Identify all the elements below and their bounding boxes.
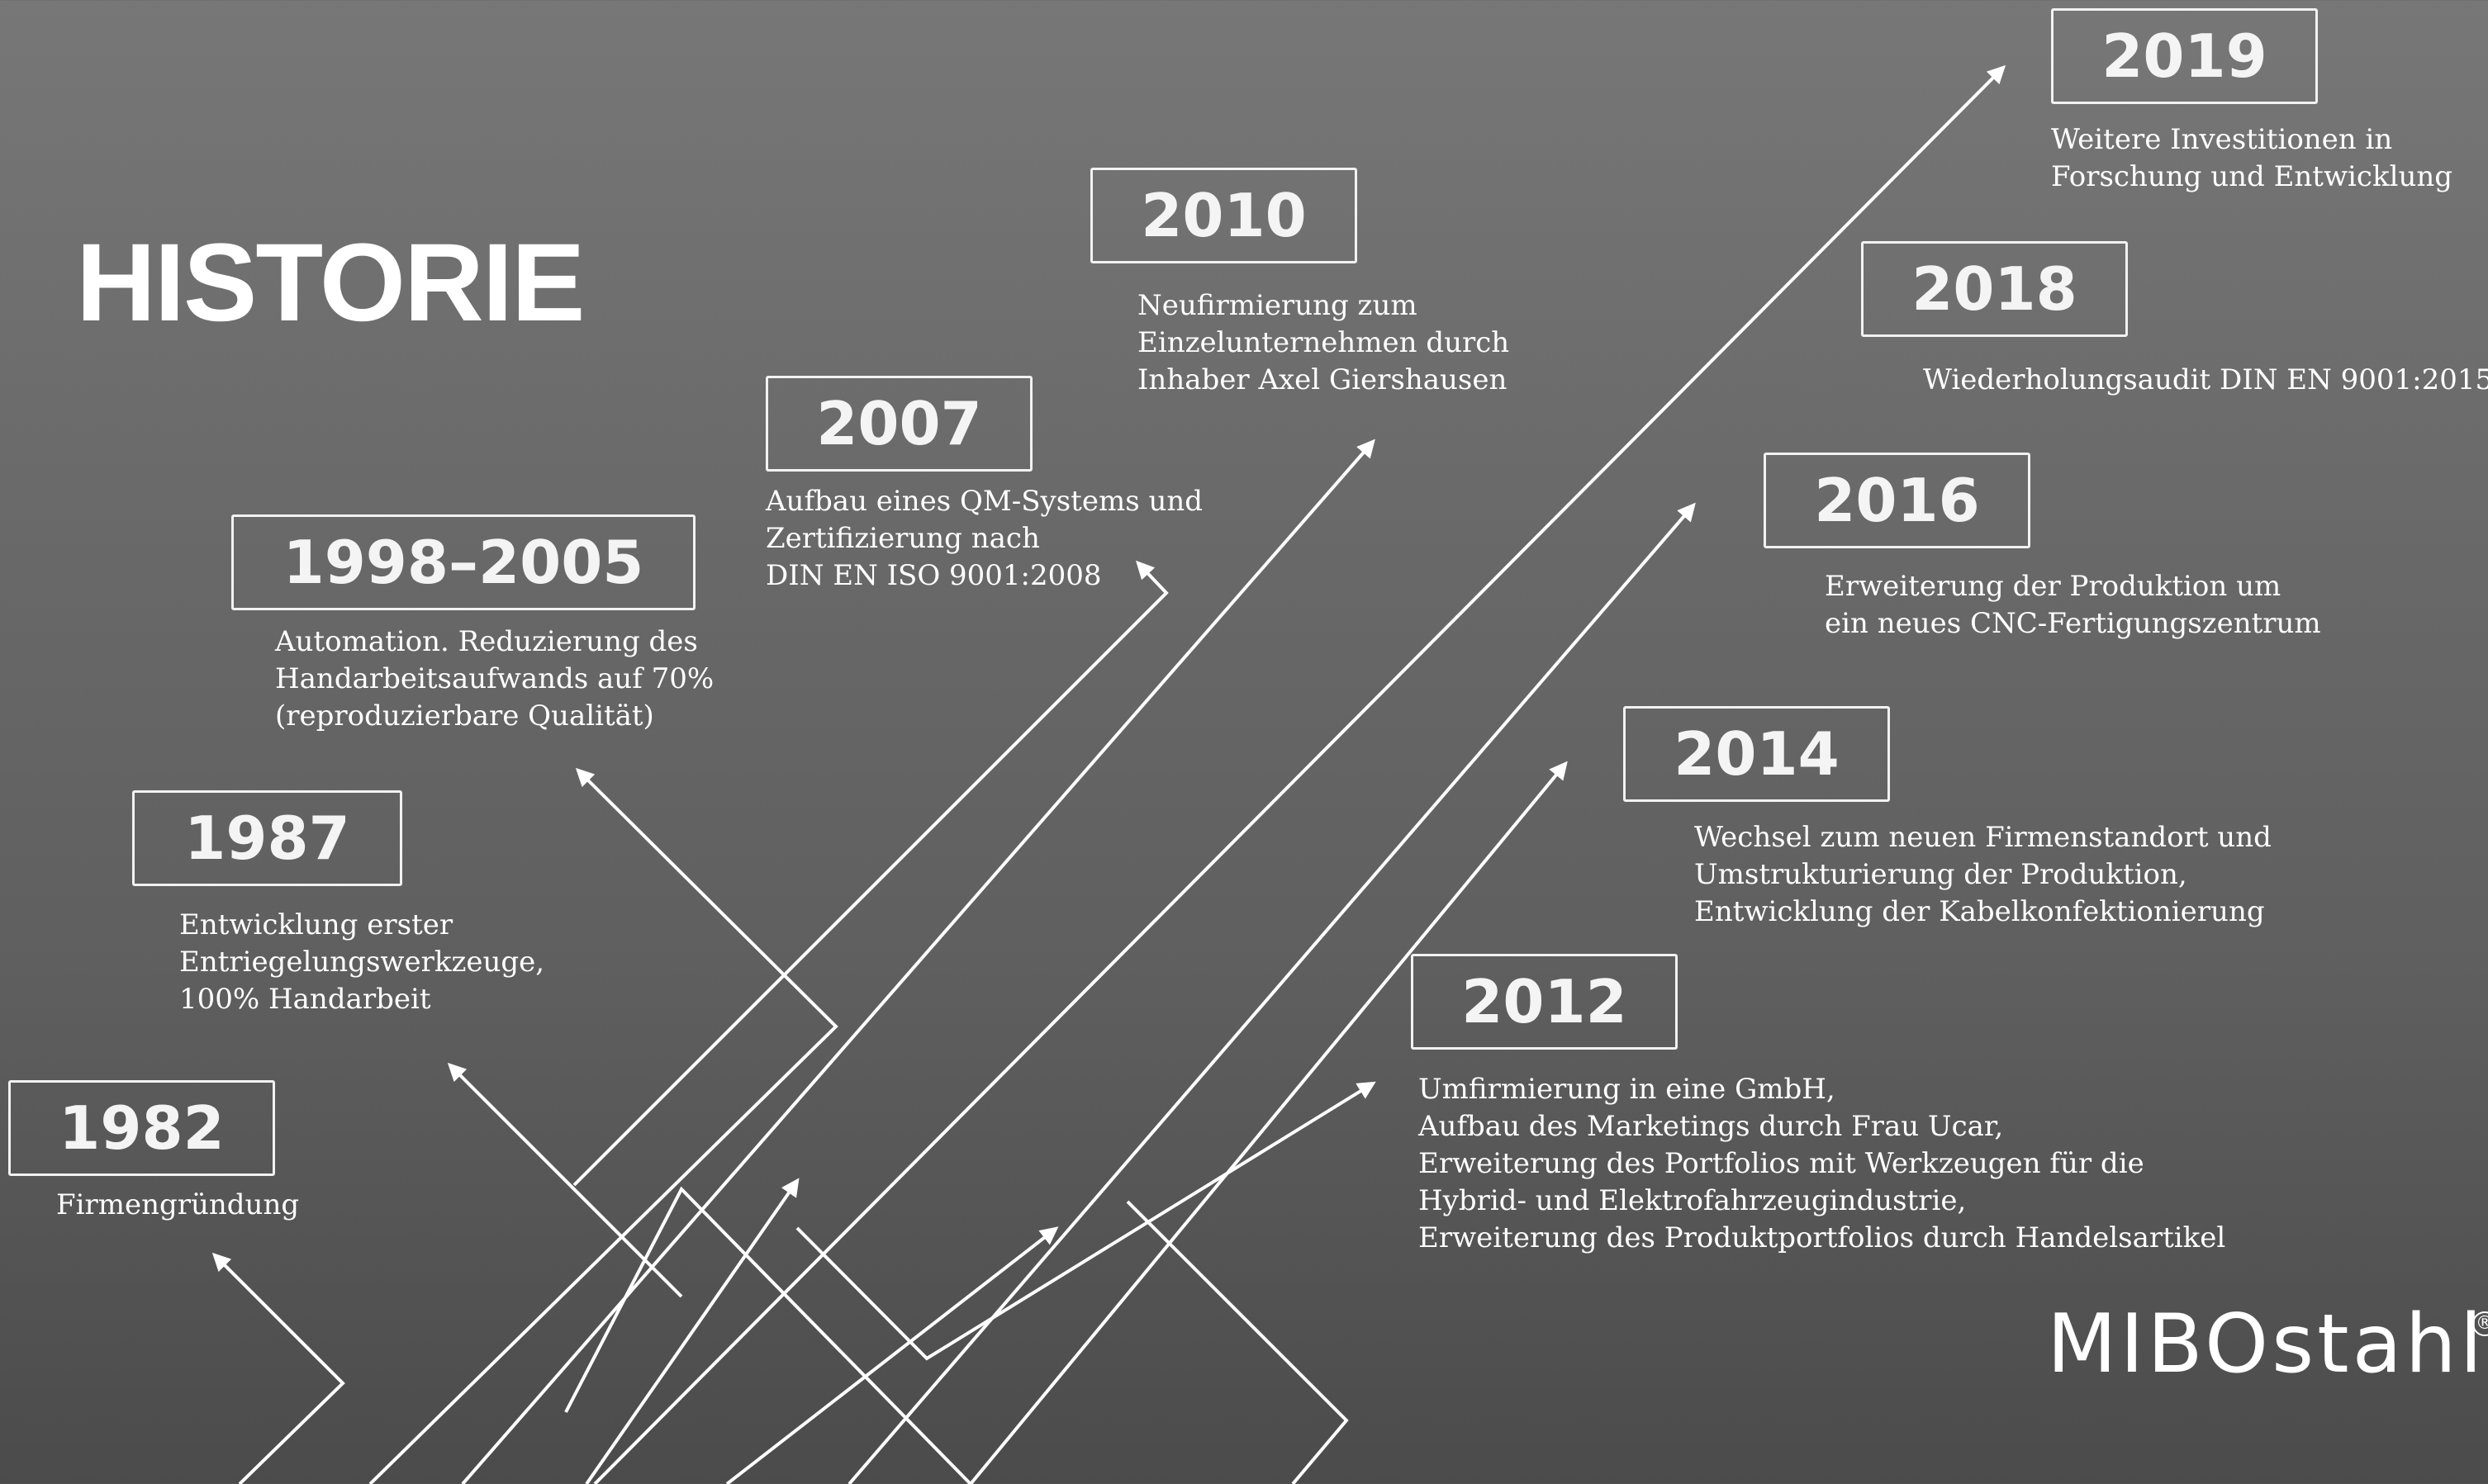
description-line: Aufbau eines QM-Systems und <box>766 485 1204 518</box>
description-2012: Umfirmierung in eine GmbH, Aufbau des Ma… <box>1418 1071 2225 1257</box>
year-box-2010: 2010 <box>1090 168 1357 263</box>
description-line: Erweiterung der Produktion um <box>1825 570 2281 603</box>
description-2014: Wechsel zum neuen Firmenstandort und Ums… <box>1694 819 2272 931</box>
page-title: HISTORIE <box>76 221 585 344</box>
registered-mark-icon: ® <box>2472 1311 2488 1336</box>
description-1987: Entwicklung erster Entriegelungswerkzeug… <box>179 907 544 1018</box>
description-line: Erweiterung des Portfolios mit Werkzeuge… <box>1418 1147 2144 1180</box>
description-2018: Wiederholungsaudit DIN EN 9001:2015 <box>1923 362 2488 399</box>
year-box-2007: 2007 <box>766 376 1033 472</box>
description-1982: Firmengründung <box>56 1187 299 1224</box>
description-line: Forschung und Entwicklung <box>2051 160 2453 193</box>
description-line: Hybrid- und Elektrofahrzeugindustrie, <box>1418 1184 1967 1217</box>
year-box-1987: 1987 <box>132 790 402 886</box>
description-line: Entwicklung erster <box>179 908 453 941</box>
diamond-right <box>1126 1200 1349 1484</box>
description-line: Neufirmierung zum <box>1137 289 1417 322</box>
logo-text: MIBOstahl <box>2047 1297 2486 1392</box>
arrow-2007 <box>572 560 1169 1187</box>
description-line: Umfirmierung in eine GmbH, <box>1418 1073 1835 1106</box>
arrow-2014 <box>969 761 1568 1484</box>
description-1998-2005: Automation. Reduzierung des Handarbeitsa… <box>275 623 714 735</box>
description-line: ein neues CNC-Fertigungszentrum <box>1825 607 2321 640</box>
description-line: Inhaber Axel Giershausen <box>1137 363 1508 396</box>
description-line: Handarbeitsaufwands auf 70% <box>275 662 715 695</box>
arrow-2010 <box>461 439 1375 1484</box>
year-box-2012: 2012 <box>1411 954 1678 1050</box>
description-2010: Neufirmierung zum Einzelunternehmen durc… <box>1137 287 1509 399</box>
description-line: (reproduzierbare Qualität) <box>275 699 654 733</box>
arrow-1987 <box>447 1062 683 1298</box>
description-line: Automation. Reduzierung des <box>275 625 698 658</box>
description-line: Wiederholungsaudit DIN EN 9001:2015 <box>1923 363 2488 396</box>
year-box-2018: 2018 <box>1861 241 2128 337</box>
description-line: Einzelunternehmen durch <box>1137 326 1510 359</box>
arrow-2012 <box>795 1081 1376 1361</box>
description-line: 100% Handarbeit <box>179 983 431 1016</box>
year-box-2019: 2019 <box>2051 8 2318 104</box>
year-box-2016: 2016 <box>1764 453 2030 548</box>
description-line: DIN EN ISO 9001:2008 <box>766 559 1102 592</box>
description-line: Weitere Investitionen in <box>2051 123 2393 156</box>
year-box-2014: 2014 <box>1623 706 1890 802</box>
arrow-2019 <box>593 64 2006 1484</box>
description-line: Umstrukturierung der Produktion, <box>1694 858 2187 891</box>
description-line: Aufbau des Marketings durch Frau Ucar, <box>1418 1110 2004 1143</box>
company-logo: MIBOstahl ® <box>2047 1295 2488 1394</box>
description-2007: Aufbau eines QM-Systems und Zertifizieru… <box>766 483 1203 595</box>
description-line: Wechsel zum neuen Firmenstandort und <box>1694 821 2272 854</box>
description-2019: Weitere Investitionen in Forschung und E… <box>2051 121 2452 196</box>
description-line: Erweiterung des Produktportfolios durch … <box>1418 1221 2226 1254</box>
arrow-small-a <box>585 1178 800 1484</box>
year-box-1982: 1982 <box>8 1080 275 1176</box>
description-2016: Erweiterung der Produktion um ein neues … <box>1825 568 2321 642</box>
arrow-1982 <box>211 1252 345 1484</box>
diamond-left <box>564 1186 972 1484</box>
arrow-1998-2005 <box>368 767 838 1484</box>
description-line: Entriegelungswerkzeuge, <box>179 946 545 979</box>
description-line: Zertifizierung nach <box>766 522 1040 555</box>
year-box-1998-2005: 1998–2005 <box>231 514 696 610</box>
description-line: Firmengründung <box>56 1188 300 1221</box>
arrow-small-b <box>725 1226 1059 1484</box>
description-line: Entwicklung der Kabelkonfektionierung <box>1694 895 2265 928</box>
